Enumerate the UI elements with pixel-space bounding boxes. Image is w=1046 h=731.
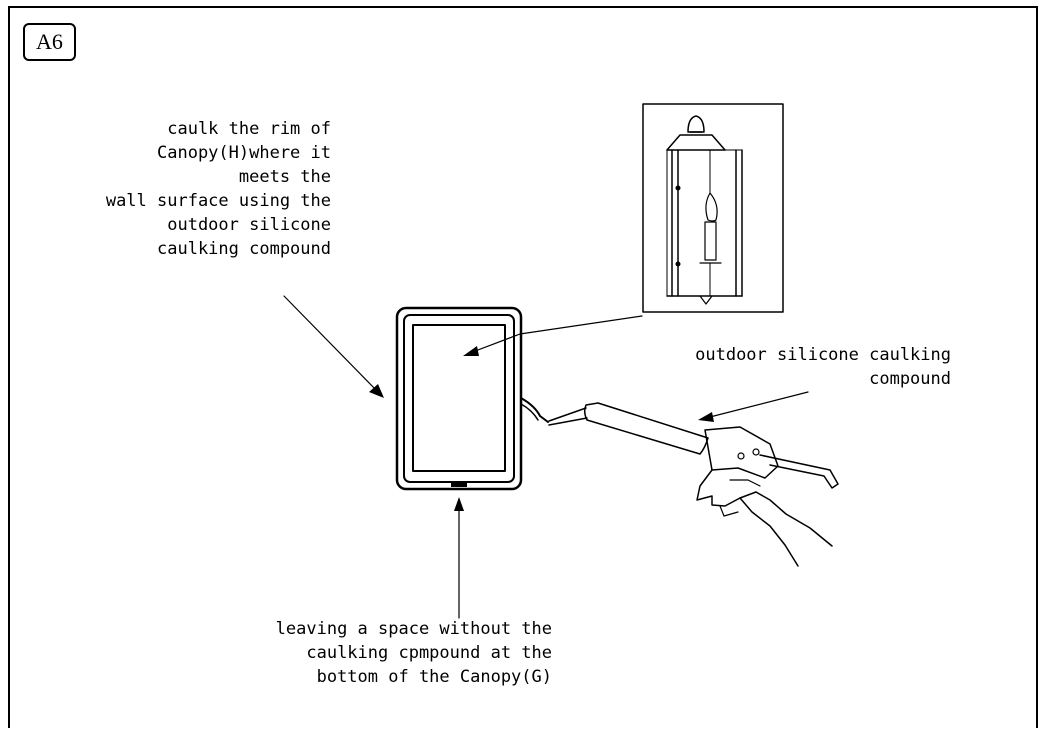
step-label: A6 bbox=[23, 23, 76, 61]
arrowheads bbox=[369, 346, 714, 511]
canopy-plate bbox=[395, 306, 523, 491]
leader-lines bbox=[283, 295, 809, 619]
hand bbox=[696, 469, 833, 567]
lantern-inset bbox=[642, 103, 784, 313]
diagram-frame bbox=[8, 6, 1038, 728]
caulk-gun bbox=[548, 402, 839, 489]
